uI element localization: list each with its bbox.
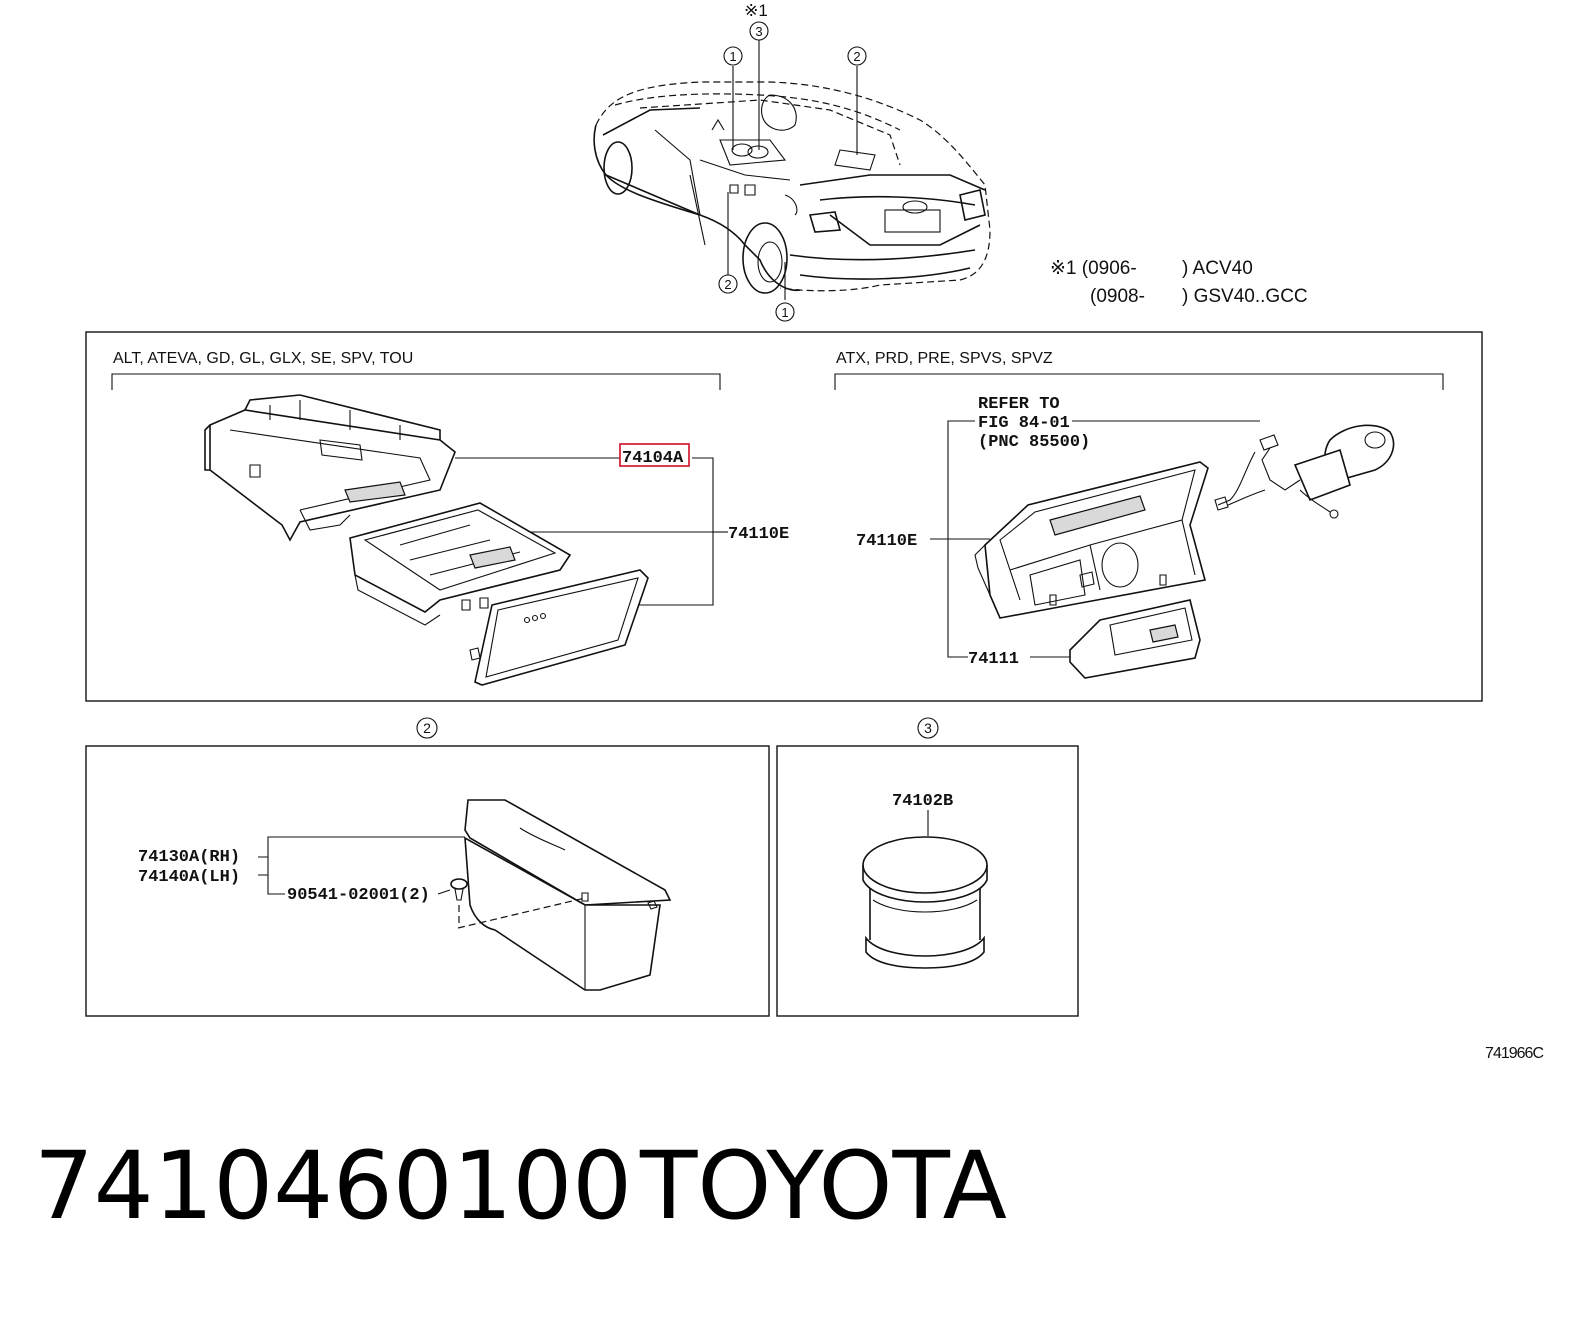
power-outlet-illustration [1214,424,1395,519]
highlight-box [619,443,690,467]
note-line1-prefix: ※1 (0906- [1050,258,1137,279]
svg-text:1: 1 [781,305,788,320]
cup-panel-frame [776,745,1079,1017]
note-mark-label: ※1 [744,1,768,20]
svg-text:3: 3 [924,720,932,736]
part-74104a-label: 74104A [622,449,684,468]
svg-text:2: 2 [853,49,860,64]
part-74110e-left-label: 74110E [728,525,789,544]
part-74130a-label: 74130A(RH) [138,848,240,867]
note-line2-prefix: (0908- [1090,286,1145,307]
note-line1-suffix: ) ACV40 [1182,258,1253,279]
right-grades-bracket [834,373,1444,390]
svg-text:2: 2 [423,720,431,736]
lid-panel [469,569,649,686]
figure-code: 741966C [1485,1045,1543,1062]
top-panel-frame [85,331,1483,702]
console-housing-74110e [974,461,1209,619]
svg-text:2: 2 [724,277,731,292]
part-74140a-label: 74140A(LH) [138,868,240,887]
cup-74102b [862,836,988,969]
part-74102b-label: 74102B [892,792,953,811]
part-90541-label: 90541-02001(2) [287,886,430,905]
left-grades-label: ALT, ATEVA, GD, GL, GLX, SE, SPV, TOU [113,350,413,367]
callout-3-circle [917,717,939,739]
rear-pocket-panel-frame [85,745,770,1017]
part-74111-label: 74111 [968,650,1019,669]
note-line2-suffix: ) GSV40..GCC [1182,286,1308,307]
footer-brand: TOYOTA [640,1132,1007,1241]
left-grades-bracket [111,373,721,390]
pocket-box-74111 [1069,599,1201,679]
refer-line2: FIG 84-01 [978,414,1070,433]
refer-line3: (PNC 85500) [978,433,1090,452]
svg-text:3: 3 [755,24,762,39]
console-box-74104a [204,394,456,542]
right-grades-label: ATX, PRD, PRE, SPVS, SPVZ [836,350,1053,367]
car-overview-illustration: 1 3 2 2 1 [593,21,991,322]
refer-line1: REFER TO [978,395,1060,414]
tray-assembly [349,502,572,626]
model-note: ※1 (0906- ) ACV40 (0908- ) GSV40..GCC [1050,258,1308,307]
footer-part-number: 7410460100 [34,1132,633,1241]
part-74110e-right-label: 74110E [856,532,917,551]
callout-2-circle [416,717,438,739]
rear-pocket-illustration [457,799,672,991]
clip-90541 [450,878,468,925]
svg-text:1: 1 [729,49,736,64]
